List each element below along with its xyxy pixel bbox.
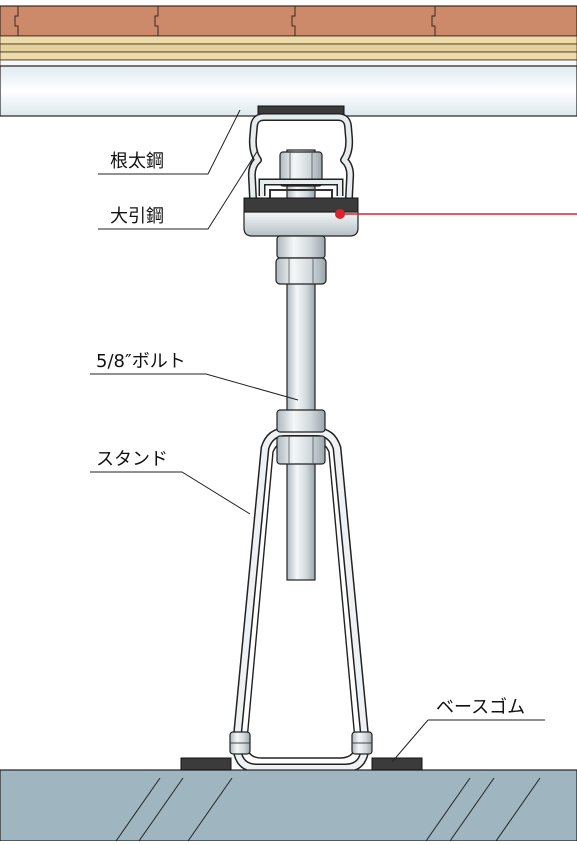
label-bolt: 5/8″ボルト [96, 351, 186, 372]
joist-steel [247, 113, 355, 219]
base-rubber-right [371, 757, 423, 771]
base-rubber-left [180, 757, 232, 771]
girder-channel [258, 178, 344, 198]
label-girder-steel: 大引鋼 [110, 206, 164, 227]
stand-nuts [276, 409, 326, 465]
girder-plate [243, 197, 359, 237]
highlight-pointer [335, 209, 577, 219]
label-base-rubber: ベースゴム [436, 697, 525, 718]
stand-clip-bolts [229, 731, 373, 755]
flooring-layer [0, 5, 577, 37]
leader-lines [90, 109, 545, 763]
girder-nuts [275, 235, 327, 285]
subfloor-layer [0, 35, 577, 67]
label-stand: スタンド [96, 449, 168, 470]
label-joist-steel: 根太鋼 [110, 151, 164, 172]
concrete-slab [0, 769, 577, 842]
